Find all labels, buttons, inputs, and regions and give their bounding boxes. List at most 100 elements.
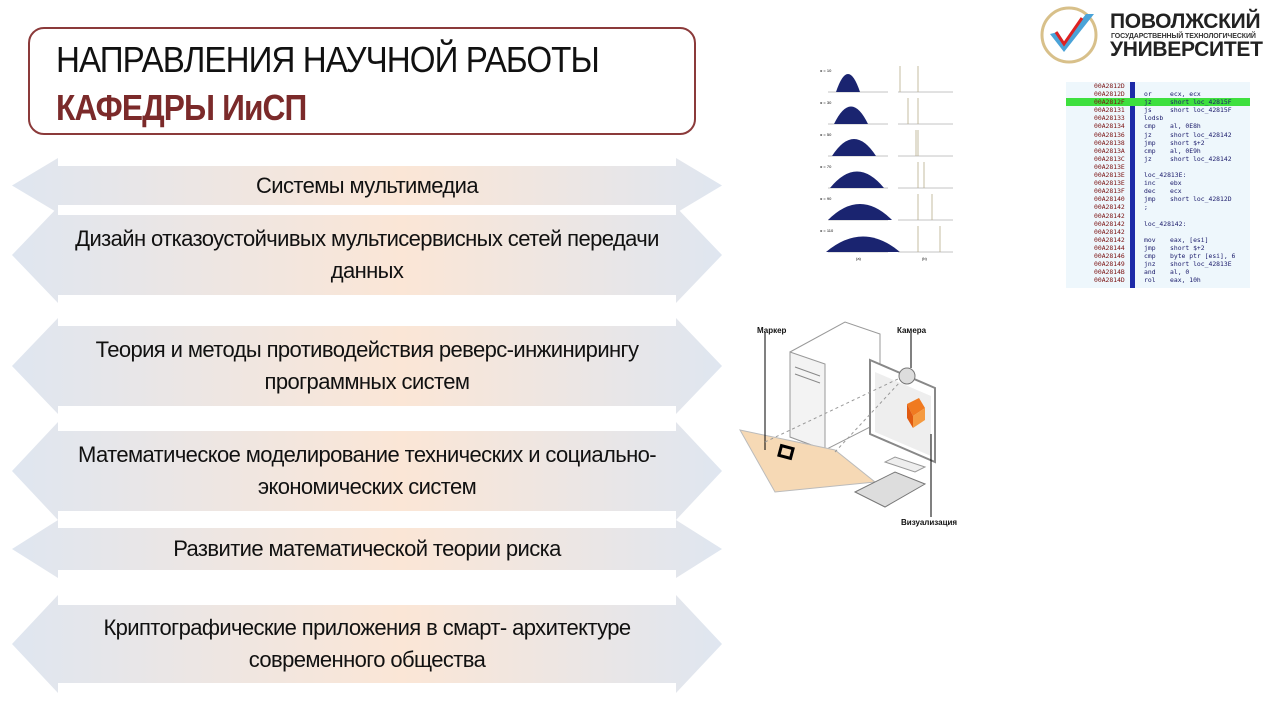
code-opcode: loc_428142: xyxy=(1144,219,1187,228)
logo-line-2: ГОСУДАРСТВЕННЫЙ ТЕХНОЛОГИЧЕСКИЙ xyxy=(1111,33,1256,40)
code-opcode: inc xyxy=(1144,179,1156,188)
code-address: 00A28142 xyxy=(1094,203,1125,212)
code-line: 00A28142 xyxy=(1066,228,1250,236)
code-line: 00A28134 cmp al, 0E8h xyxy=(1066,122,1250,130)
university-logo: ПОВОЛЖСКИЙ ГОСУДАРСТВЕННЫЙ ТЕХНОЛОГИЧЕСК… xyxy=(1038,4,1278,64)
histogram-caption: (b) xyxy=(922,256,928,261)
direction-arrow: Системы мультимедиа xyxy=(10,158,724,213)
code-address: 00A2813E xyxy=(1094,162,1125,171)
histogram-bars xyxy=(830,171,884,188)
code-address: 00A2812D xyxy=(1094,90,1125,99)
code-address: 00A28149 xyxy=(1094,260,1125,269)
slide-title: НАПРАВЛЕНИЯ НАУЧНОЙ РАБОТЫ xyxy=(56,39,600,80)
code-line: 00A28142 loc_428142: xyxy=(1066,220,1250,228)
ar-setup-illustration xyxy=(739,321,936,517)
double-arrow-shape xyxy=(12,520,722,578)
code-operand: al, 0E9h xyxy=(1170,146,1201,155)
code-opcode: jmp xyxy=(1144,243,1156,252)
code-address: 00A2812D xyxy=(1094,82,1125,90)
code-address: 00A2813E xyxy=(1094,171,1125,180)
code-opcode: rol xyxy=(1144,276,1156,285)
histogram-caption: (a) xyxy=(856,256,862,261)
code-line: 00A28142; xyxy=(1066,203,1250,211)
code-address: 00A28140 xyxy=(1094,195,1125,204)
code-line: 00A2813E inc ebx xyxy=(1066,179,1250,187)
code-opcode: ; xyxy=(1144,203,1148,212)
histogram-bars xyxy=(828,204,892,220)
code-opcode: cmp xyxy=(1144,251,1156,260)
code-opcode: cmp xyxy=(1144,122,1156,131)
code-address: 00A28142 xyxy=(1094,227,1125,236)
code-address: 00A28144 xyxy=(1094,243,1125,252)
histogram-row-label: α = 70 xyxy=(820,164,832,169)
code-operand: short loc_428142 xyxy=(1170,154,1232,163)
code-line: 00A28140 jmp short loc_42812D xyxy=(1066,195,1250,203)
code-address: 00A28142 xyxy=(1094,211,1125,220)
code-line: 00A2813E loc_42813E: xyxy=(1066,171,1250,179)
camera-label: Камера xyxy=(897,326,927,335)
code-operand: short loc_42815F xyxy=(1170,106,1232,115)
code-address: 00A28142 xyxy=(1094,235,1125,244)
code-opcode: loc_42813E: xyxy=(1144,171,1187,180)
double-arrow-shape xyxy=(12,595,722,693)
code-operand: ebx xyxy=(1170,179,1182,188)
code-address: 00A2813F xyxy=(1094,187,1125,196)
code-block-bar xyxy=(1130,82,1135,288)
direction-arrow: Теория и методы противодействия реверс-и… xyxy=(10,318,724,414)
code-opcode: jz xyxy=(1144,154,1152,163)
code-address: 00A28142 xyxy=(1094,219,1125,228)
double-arrow-shape xyxy=(12,422,722,520)
logo-line-1: ПОВОЛЖСКИЙ xyxy=(1110,10,1261,33)
code-opcode: jmp xyxy=(1144,138,1156,147)
code-operand: eax, 10h xyxy=(1170,276,1201,285)
double-arrow-shape xyxy=(12,207,722,303)
code-address: 00A28133 xyxy=(1094,114,1125,123)
code-line: 00A2813C jz short loc_428142 xyxy=(1066,155,1250,163)
code-address: 00A2813C xyxy=(1094,154,1125,163)
double-arrow-shape xyxy=(12,318,722,414)
code-operand: short loc_42813E xyxy=(1170,260,1232,269)
direction-arrow: Развитие математической теории риска xyxy=(10,520,724,578)
histogram-bars xyxy=(834,106,868,124)
slide-subtitle: КАФЕДРЫ ИиСП xyxy=(56,87,307,128)
code-address: 00A2813E xyxy=(1094,179,1125,188)
histogram-row-label: α = 90 xyxy=(820,196,832,201)
visualization-label: Визуализация xyxy=(901,518,958,527)
direction-label: Дизайн отказоустойчивых мультисервисных … xyxy=(75,226,659,283)
histogram-bars xyxy=(826,236,900,252)
code-address: 00A28131 xyxy=(1094,106,1125,115)
code-address: 00A2812F xyxy=(1094,98,1125,107)
direction-label: Развитие математической теории риска xyxy=(173,536,561,561)
code-opcode: mov xyxy=(1144,235,1156,244)
code-opcode: jmp xyxy=(1144,195,1156,204)
direction-label: Криптографические приложения в смарт- ар… xyxy=(103,615,631,672)
code-opcode: and xyxy=(1144,268,1156,277)
direction-label: Теория и методы противодействия реверс-и… xyxy=(95,337,639,394)
code-opcode: lodsb xyxy=(1144,114,1164,123)
code-line: 00A28149 jnz short loc_42813E xyxy=(1066,260,1250,268)
code-operand: short loc_42812D xyxy=(1170,195,1232,204)
histogram-row-label: α = 50 xyxy=(820,132,832,137)
code-line: 00A28133 lodsb xyxy=(1066,114,1250,122)
code-address: 00A28134 xyxy=(1094,122,1125,131)
code-operand: al, 0E8h xyxy=(1170,122,1201,131)
histogram-row-label: α = 10 xyxy=(820,68,832,73)
code-opcode: jnz xyxy=(1144,260,1156,269)
code-operand: ecx, ecx xyxy=(1170,90,1201,99)
checkmark-seal-icon xyxy=(1040,6,1098,64)
code-operand: ecx xyxy=(1170,187,1182,196)
code-line: 00A2813E xyxy=(1066,163,1250,171)
code-operand: short loc_42815F xyxy=(1170,98,1232,107)
code-opcode: jz xyxy=(1144,98,1152,107)
code-opcode: jz xyxy=(1144,130,1152,139)
